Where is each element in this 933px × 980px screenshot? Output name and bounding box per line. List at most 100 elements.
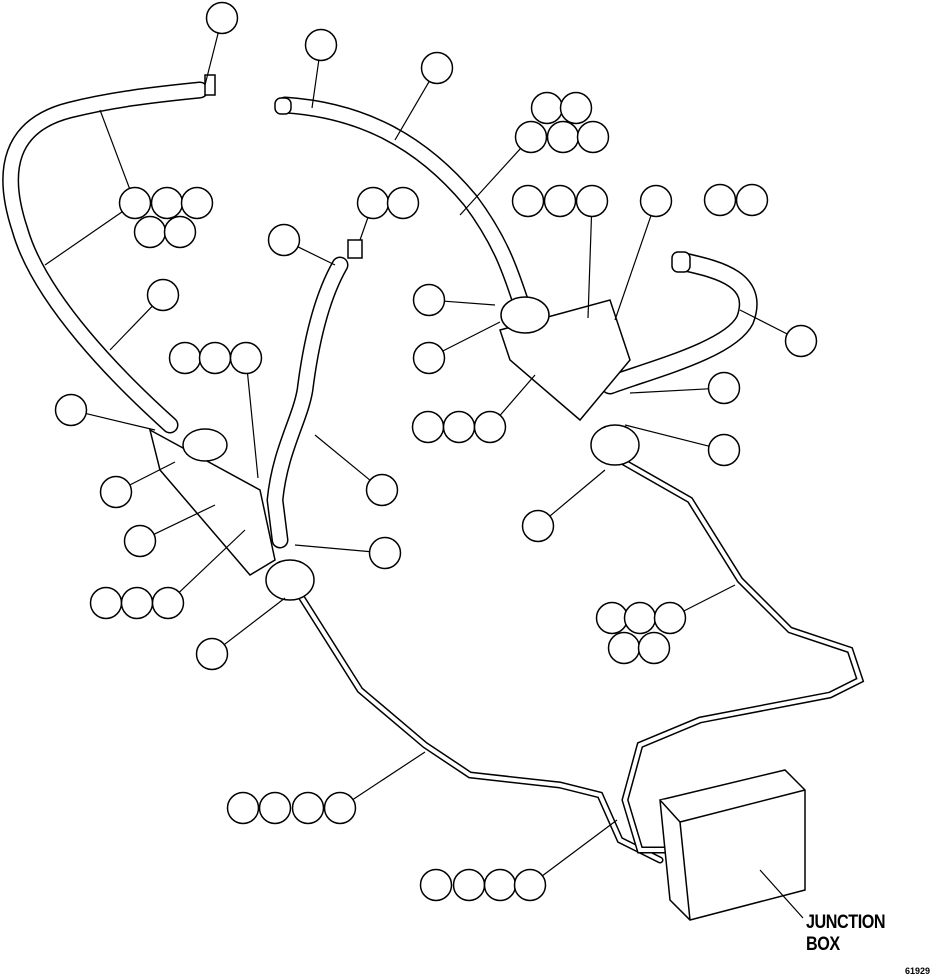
junction-box-label: JUNCTION BOX: [806, 912, 886, 955]
left-harness: [296, 591, 664, 864]
leader-line: [85, 413, 156, 431]
figure-number: 61929: [905, 966, 931, 976]
leader-line: [442, 321, 501, 352]
callout-balloon: [133, 215, 167, 249]
callout-balloon: [473, 410, 507, 444]
callout-balloon: [639, 184, 673, 218]
leader-line: [109, 305, 153, 351]
hoses: [2, 81, 865, 864]
leader-line: [223, 597, 286, 646]
callout-balloon: [386, 186, 420, 220]
callout-balloon: [150, 186, 184, 220]
junction-box-edge: [659, 789, 806, 921]
left-drain-hose-inner: [267, 258, 347, 547]
leader-line: [542, 819, 618, 877]
left-solenoid-valve-bottom: [265, 559, 315, 601]
callout-balloon: [356, 186, 390, 220]
callout-balloon: [707, 433, 741, 467]
components: [148, 74, 806, 921]
callout-balloon: [420, 51, 454, 85]
callout-balloon: [120, 586, 154, 620]
callout-balloon: [521, 509, 555, 543]
callout-balloon: [784, 324, 818, 358]
callout-balloon: [575, 184, 609, 218]
callout-balloon: [198, 341, 232, 375]
right-return-hose-inner: [602, 254, 757, 393]
leader-line: [297, 246, 336, 266]
callout-balloon: [530, 91, 564, 125]
callout-balloon: [123, 524, 157, 558]
callout-balloon: [195, 637, 229, 671]
leader-line: [44, 211, 123, 266]
callout-balloon: [205, 1, 239, 35]
leader-line: [311, 60, 320, 109]
callout-balloon: [546, 120, 580, 154]
leader-line: [549, 469, 606, 517]
callout-balloon: [99, 475, 133, 509]
callout-balloon: [607, 631, 641, 665]
callout-balloon: [229, 341, 263, 375]
callout-balloon: [365, 473, 399, 507]
callout-balloon: [151, 586, 185, 620]
callout-balloon: [168, 341, 202, 375]
callout-balloon: [637, 631, 671, 665]
left-mounting-bracket: [148, 428, 276, 576]
callout-balloon: [304, 28, 338, 62]
leader-line: [246, 373, 259, 479]
drain-hose-fitting: [347, 239, 363, 259]
leader-line: [614, 215, 652, 321]
callout-balloon: [735, 183, 769, 217]
leader-line: [99, 109, 131, 189]
callout-balloon: [559, 91, 593, 125]
callout-balloon: [412, 283, 446, 317]
leader-line: [587, 216, 593, 319]
junction-box-leader: [759, 869, 804, 919]
callout-balloon: [511, 184, 545, 218]
callout-balloon: [411, 410, 445, 444]
callout-balloon: [267, 223, 301, 257]
callout-balloon: [89, 586, 123, 620]
callout-balloon: [514, 120, 548, 154]
right-harness-inner: [618, 458, 863, 852]
callout-balloon: [707, 371, 741, 405]
callout-balloon: [595, 601, 629, 635]
leader-line: [629, 388, 709, 394]
callout-balloon: [412, 341, 446, 375]
callout-balloon: [226, 791, 260, 825]
leader-line: [683, 584, 736, 612]
callout-balloon: [703, 183, 737, 217]
left-harness-inner: [298, 593, 662, 862]
callout-balloon: [180, 186, 214, 220]
leader-line: [444, 300, 496, 306]
callout-balloon: [653, 601, 687, 635]
leader-line: [739, 309, 788, 335]
leader-line: [352, 751, 426, 800]
callout-balloon: [442, 410, 476, 444]
leader-line: [499, 374, 536, 416]
leader-line: [459, 148, 522, 216]
callout-balloon: [291, 791, 325, 825]
leader-line: [153, 504, 216, 535]
callout-balloon: [452, 868, 486, 902]
callout-balloon: [163, 215, 197, 249]
leader-line: [624, 424, 710, 447]
callout-balloon: [368, 536, 402, 570]
callout-balloon: [513, 868, 547, 902]
callout-balloon: [258, 791, 292, 825]
leader-line: [129, 461, 176, 486]
left-supply-hose-inner: [3, 83, 207, 432]
callout-balloon: [146, 278, 180, 312]
right-hose-end-fitting: [274, 97, 292, 115]
left-supply-hose: [2, 81, 209, 434]
callout-balloon: [483, 868, 517, 902]
callout-balloon: [419, 868, 453, 902]
leader-line: [394, 81, 430, 141]
callout-balloon: [543, 184, 577, 218]
callout-balloon: [623, 601, 657, 635]
right-solenoid-valve-top: [500, 296, 550, 334]
callout-balloon: [576, 120, 610, 154]
callout-balloons: [54, 1, 818, 902]
leader-line: [314, 434, 371, 481]
